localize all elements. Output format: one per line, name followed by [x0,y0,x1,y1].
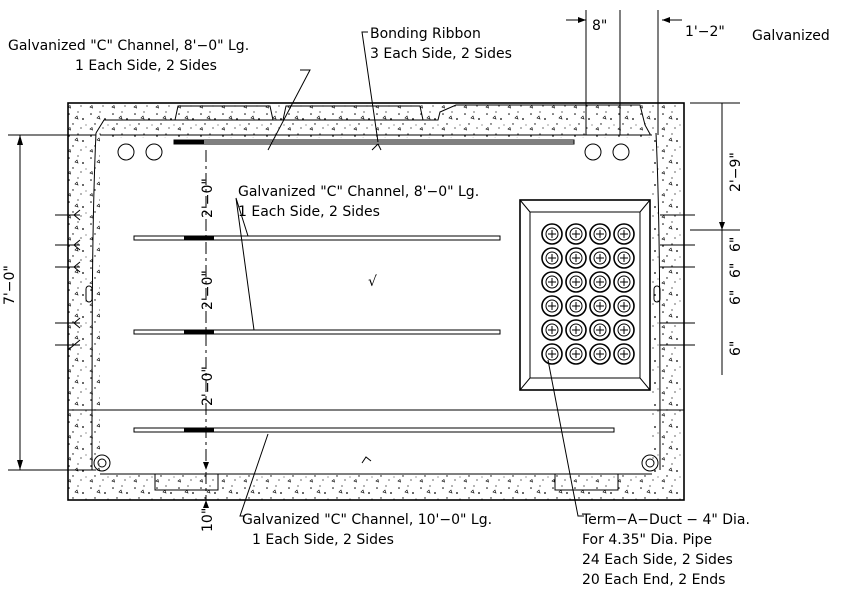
dim-6in-3: 6" [728,290,744,305]
label-duct-3: 24 Each Side, 2 Sides [582,552,733,568]
duct-opening [541,343,563,365]
dim-7ft: 7'−0" [2,265,18,305]
duct-opening [613,223,635,245]
duct-opening [589,247,611,269]
dim-6in-4: 6" [728,341,744,356]
label-duct-1: Term−A−Duct − 4" Dia. [581,512,750,528]
check-mark: √ [368,274,377,290]
duct-opening [541,223,563,245]
label-channel-bot-2: 1 Each Side, 2 Sides [252,532,394,548]
duct-opening [589,223,611,245]
duct-opening [613,271,635,293]
duct-opening [589,319,611,341]
right-dimensions: 2'−9" 6" 6" 6" 6" [690,102,744,375]
right-wall-fittings [653,214,695,346]
duct-opening [589,295,611,317]
duct-opening [541,271,563,293]
label-channel-mid-1: Galvanized "C" Channel, 8'−0" Lg. [238,184,479,200]
label-channel-top-1: Galvanized "C" Channel, 8'−0" Lg. [8,38,249,54]
duct-opening [589,271,611,293]
duct-bank [519,199,651,391]
duct-opening [541,319,563,341]
left-wall-fittings [55,209,93,351]
label-channel-mid-2: 1 Each Side, 2 Sides [238,204,380,220]
label-galvanized: Galvanized [752,28,830,44]
mid-channel-1 [133,235,501,241]
dim-1ft2in: 1'−2" [685,24,725,40]
duct-opening [565,295,587,317]
duct-opening [589,343,611,365]
duct-opening [541,247,563,269]
duct-opening [541,295,563,317]
left-dimension: 7'−0" [2,134,96,471]
label-duct-2: For 4.35" Dia. Pipe [582,532,712,548]
duct-opening [613,247,635,269]
dim-2ft9in: 2'−9" [728,152,744,192]
dim-8in: 8" [592,18,607,34]
label-channel-top-2: 1 Each Side, 2 Sides [75,58,217,74]
dim-center-3: 2'−0" [200,366,216,406]
dim-6in-1: 6" [728,237,744,252]
dim-10in: 10" [200,508,216,532]
duct-opening [565,223,587,245]
dim-center-2: 2'−0" [200,270,216,310]
bottom-channel [133,427,615,464]
top-channel [173,139,575,151]
duct-opening [565,319,587,341]
duct-grid [541,223,635,365]
top-dimensions: 8" 1'−2" Galvanized [566,10,830,135]
dim-6in-2: 6" [728,263,744,278]
duct-opening [613,295,635,317]
label-bonding-2: 3 Each Side, 2 Sides [370,46,512,62]
duct-opening [565,247,587,269]
mid-channel-2 [133,329,501,335]
label-channel-bot-1: Galvanized "C" Channel, 10'−0" Lg. [242,512,492,528]
dim-center-1: 2'−0" [200,178,216,218]
duct-opening [565,271,587,293]
label-duct-4: 20 Each End, 2 Ends [582,572,725,588]
duct-opening [565,343,587,365]
label-bonding-1: Bonding Ribbon [370,26,481,42]
duct-opening [613,343,635,365]
duct-opening [613,319,635,341]
concrete-wall [55,102,695,501]
